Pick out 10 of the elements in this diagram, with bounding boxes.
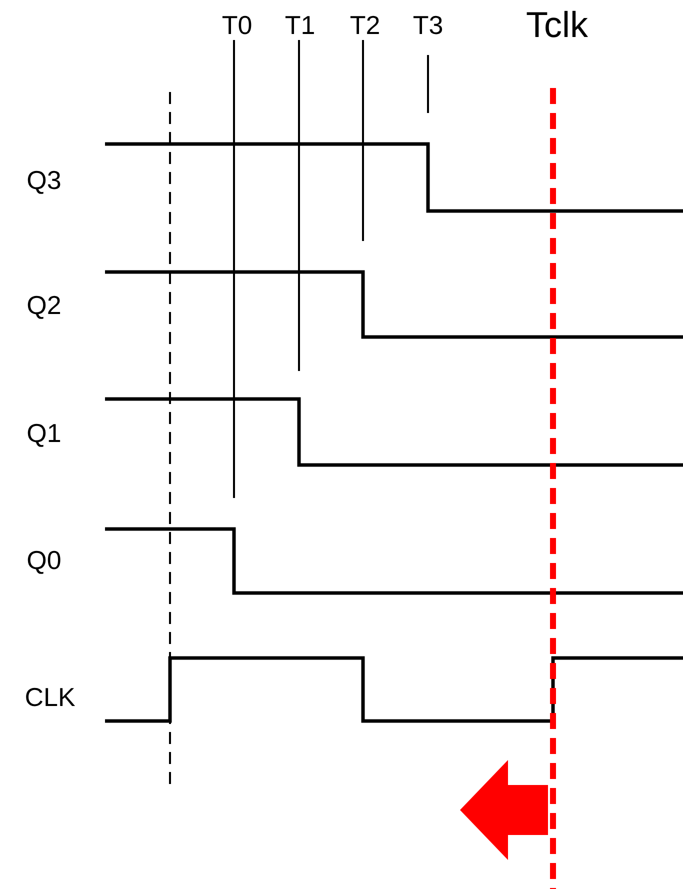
signal-label: Q3 [26, 167, 62, 193]
time-label: T1 [284, 12, 316, 38]
time-label: T0 [222, 12, 252, 38]
signal-label: CLK [24, 684, 76, 710]
signal-label: Q0 [26, 547, 62, 573]
signal-label: Q2 [26, 292, 62, 318]
time-label: T3 [412, 12, 444, 38]
time-label: Tclk [526, 7, 588, 43]
time-label: T2 [350, 12, 380, 38]
signal-label: Q1 [26, 420, 62, 446]
